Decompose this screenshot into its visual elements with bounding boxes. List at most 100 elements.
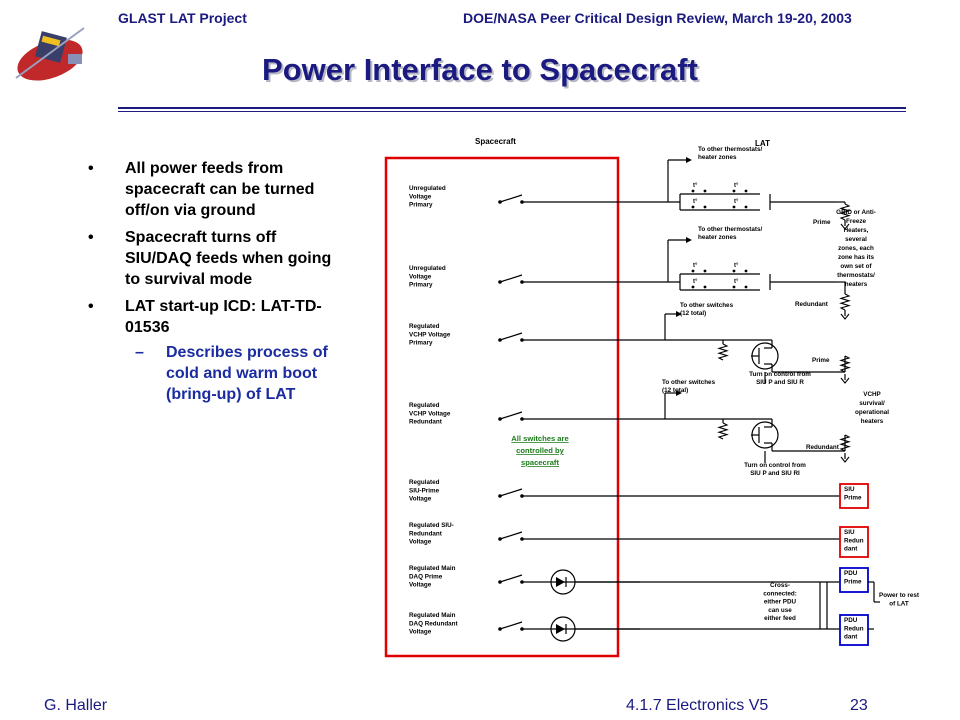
header-review: DOE/NASA Peer Critical Design Review, Ma… <box>463 10 852 26</box>
pdu-redundant-box-label: Redun <box>844 625 864 632</box>
feed-label: Regulated SIU- <box>409 522 454 529</box>
pdu-redundant-box-label: PDU <box>844 617 858 624</box>
grid-heaters-note: Freeze <box>846 218 866 225</box>
grid-heater-redundant-thermo-pin <box>744 269 748 273</box>
sub-bullet-text: Describes process of cold and warm boot … <box>166 344 328 403</box>
header-project: GLAST LAT Project <box>118 10 247 26</box>
bullet-list: • All power feeds from spacecraft can be … <box>88 158 344 411</box>
grid-heater-redundant-thermo-pin <box>703 269 707 273</box>
feed-label: SIU-Prime <box>409 487 440 494</box>
grid-heater-prime-thermo-mark: t° <box>693 199 698 205</box>
feed-switch-blade <box>499 488 523 497</box>
grid-heater-prime-thermo-pin <box>732 189 736 193</box>
cross-connected-note: either feed <box>764 615 796 622</box>
vchp-heaters-note: VCHP <box>863 391 881 398</box>
grid-heater-redundant-thermo-pin <box>732 269 736 273</box>
grid-heater-redundant-thermo-mark: t° <box>693 279 698 285</box>
vchp-prime-resistor-left <box>717 343 729 361</box>
vchp-redundant-resistor-left <box>717 422 729 440</box>
feed-switch-blade <box>499 274 523 283</box>
pdu-prime-box-label: PDU <box>844 570 858 577</box>
grid-heater-prime-resistor <box>839 203 851 221</box>
bullet-text: LAT start-up ICD: LAT-TD-01536 <box>125 298 322 336</box>
grid-heaters-note: GRID or Anti- <box>836 209 876 216</box>
footer-author: G. Haller <box>44 697 108 714</box>
grid-heater-prime-thermo-mark: t° <box>734 183 739 189</box>
grid-heaters-note: thermostats/ <box>837 272 875 279</box>
feed-label: Regulated <box>409 402 440 409</box>
feed-label: Regulated <box>409 323 440 330</box>
sub-bullet-list: –Describes process of cold and warm boot… <box>125 342 344 405</box>
grid-heater-prime-note: heater zones <box>698 154 737 161</box>
bullet-dot: • <box>88 298 94 315</box>
feed-label: Unregulated <box>409 265 446 272</box>
grid-heaters-note: zones, each <box>838 245 874 252</box>
grid-heater-prime-role: Prime <box>813 219 831 226</box>
switches-controlled-note: All switches are <box>511 434 568 443</box>
feed-label: Voltage <box>409 273 432 280</box>
feed-label: Voltage <box>409 193 432 200</box>
footer-section: 4.1.7 Electronics V5 <box>626 697 769 714</box>
siu-redundant-box <box>839 526 869 558</box>
feed-label: Voltage <box>409 539 432 546</box>
vchp-redundant-role: Redundant <box>806 444 840 451</box>
feed-switch-blade <box>499 574 523 583</box>
siu-prime-box-label: SIU <box>844 486 855 493</box>
cross-connected-note: Cross- <box>770 582 790 589</box>
feed-label: Unregulated <box>409 185 446 192</box>
feed-label: Primary <box>409 282 433 289</box>
grid-heater-prime-thermo-pin <box>691 205 695 209</box>
bullet-item: •Spacecraft turns off SIU/DAQ feeds when… <box>88 227 344 290</box>
grid-heater-prime-arrow <box>686 157 692 163</box>
grid-heaters-note: heaters <box>845 281 868 288</box>
grid-heater-redundant-note: To other thermostats/ <box>698 226 763 233</box>
lat-label: LAT <box>755 139 770 148</box>
feed-label: Voltage <box>409 582 432 589</box>
grid-heater-prime-thermo-mark: t° <box>734 199 739 205</box>
grid-heater-redundant-thermo-pin <box>691 285 695 289</box>
siu-prime-box <box>839 483 869 509</box>
feed-label: Voltage <box>409 629 432 636</box>
pdu-prime-box <box>839 567 869 593</box>
glast-logo <box>15 27 85 81</box>
vchp-redundant-control-note: Turn on control from <box>744 462 806 469</box>
grid-heater-prime-thermo-pin <box>703 189 707 193</box>
siu-redundant-box-label: Redun <box>844 537 864 544</box>
bullet-text: All power feeds from spacecraft can be t… <box>125 160 315 219</box>
grid-heaters-note: Heaters, <box>844 227 869 234</box>
grid-heater-redundant-arrow <box>686 237 692 243</box>
feed-label: Primary <box>409 340 433 347</box>
bullet-text: Spacecraft turns off SIU/DAQ feeds when … <box>125 229 332 288</box>
pdu-prime-box-label: Prime <box>844 578 862 585</box>
spacecraft-boundary <box>384 156 620 658</box>
grid-heaters-note: several <box>845 236 867 243</box>
grid-heater-prime-thermo-pin <box>691 189 695 193</box>
cross-connected-note: connected: <box>763 590 797 597</box>
pdu-redundant-box <box>839 614 869 646</box>
vchp-redundant-note: (12 total) <box>662 387 688 394</box>
feed-label: VCHP Voltage <box>409 410 451 417</box>
pdu-prime-diode <box>556 577 565 587</box>
grid-heater-prime-thermo-pin <box>744 189 748 193</box>
feed-switch-blade <box>499 531 523 540</box>
vchp-redundant-arrow <box>676 390 682 396</box>
feed-label: DAQ Redundant <box>409 620 459 627</box>
spacecraft-label: Spacecraft <box>475 137 516 146</box>
switches-controlled-note: controlled by <box>516 446 564 455</box>
grid-heater-prime-ground <box>840 223 850 230</box>
vchp-redundant-control-note: SIU P and SIU RI <box>750 470 800 477</box>
vchp-prime-role: Prime <box>812 357 830 364</box>
grid-heater-redundant-thermo-pin <box>703 285 707 289</box>
cross-connected-note: can use <box>768 607 792 614</box>
title-rule-thin <box>118 111 906 112</box>
bullet-dot: • <box>88 160 94 177</box>
feed-label: Redundant <box>409 419 443 426</box>
feed-label: Primary <box>409 202 433 209</box>
feed-label: Redundant <box>409 530 443 537</box>
power-rest-note: of LAT <box>889 600 909 607</box>
vchp-heaters-note: survival/ <box>859 400 885 407</box>
vchp-prime-control-note: SIU P and SIU R <box>756 379 804 386</box>
vchp-prime-note: (12 total) <box>680 310 706 317</box>
grid-heater-redundant-thermo-pin <box>732 285 736 289</box>
